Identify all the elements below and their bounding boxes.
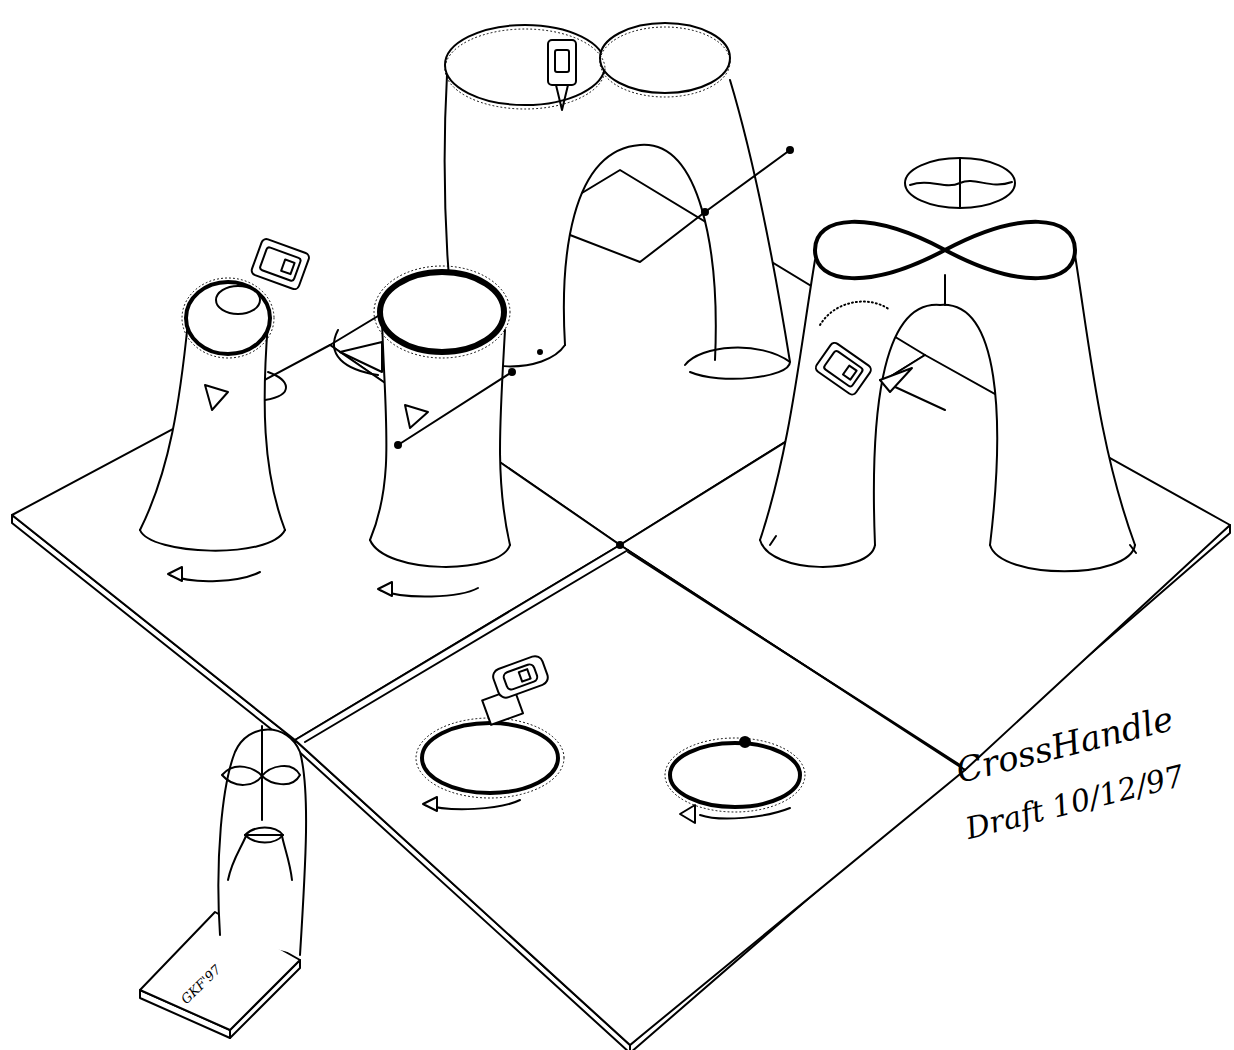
pants-surface-top-stroke: [685, 348, 790, 379]
pants-surface-right-stroke: [874, 305, 997, 545]
cylinder-middle-stroke: [500, 330, 510, 545]
pants-surface-top-stroke: [787, 147, 793, 153]
board-tiles-stroke: [628, 552, 960, 765]
cylinder-left-stroke: [140, 322, 188, 530]
board-tiles-stroke: [305, 550, 628, 742]
cylinder-middle-stroke: [370, 540, 510, 567]
pants-surface-top-stroke: [556, 85, 568, 110]
boundary-circles-stroke: [474, 654, 557, 725]
cylinder-left-stroke: [250, 238, 310, 291]
board-tiles-stroke: [295, 545, 965, 1045]
pants-surface-top-stroke: [445, 29, 605, 109]
board-tiles: [12, 170, 1230, 1050]
cylinder-middle-stroke: [380, 588, 478, 597]
cylinder-middle-stroke: [509, 369, 515, 375]
pants-surface-top-stroke: [564, 145, 716, 360]
pants-surface-top-stroke: [538, 350, 542, 354]
boundary-circles-stroke: [416, 718, 564, 798]
pants-surface-right-stroke: [815, 222, 1075, 278]
pants-surface-top-stroke: [600, 23, 730, 93]
cylinder-left-stroke: [140, 530, 285, 551]
pants-surface-top-stroke: [555, 50, 569, 72]
pants-surface-right-stroke: [760, 255, 1135, 545]
pants-surface-top-stroke: [702, 209, 708, 215]
pants-surface-right-stroke: [944, 275, 946, 305]
cylinder-left: [140, 238, 310, 582]
cylinder-middle-stroke: [340, 342, 382, 372]
pants-surface-right-stroke: [990, 545, 1135, 571]
cylinder-middle-stroke: [374, 266, 510, 358]
pants-surface-right-stroke: [910, 158, 1012, 208]
pants-surface-top-stroke: [548, 40, 576, 85]
cylinder-middle-stroke: [334, 330, 378, 375]
cylinder-left-stroke: [265, 322, 285, 530]
pants-surface-top-stroke: [600, 27, 730, 97]
cylinder-left-stroke: [281, 259, 295, 274]
cylinder-middle-stroke: [378, 582, 392, 596]
cylinder-middle-stroke: [380, 272, 504, 352]
cylinder-middle-stroke: [405, 405, 428, 428]
board-tiles-stroke: [12, 345, 620, 740]
cylinder-left-stroke: [216, 286, 260, 314]
pants-surface-right-stroke: [770, 536, 1136, 553]
boundary-circles-stroke: [665, 738, 805, 812]
pants-surface-top-stroke: [445, 25, 605, 105]
pants-surface-right-stroke: [814, 341, 873, 396]
boundary-circles-stroke: [740, 737, 750, 747]
board-tiles-stroke: [617, 542, 623, 548]
pants-surface-right-stroke: [843, 365, 857, 379]
boundary-circles-stroke: [502, 663, 538, 691]
cylinder-middle-stroke: [395, 442, 401, 448]
pants-surface-right-stroke: [814, 341, 873, 396]
signature-base-stroke: [228, 836, 292, 880]
pants-surface-right-stroke: [760, 540, 875, 567]
cylinder-left-stroke: [265, 372, 286, 400]
cylinder-left-stroke: [259, 247, 301, 282]
pants-surface-right-stroke: [905, 158, 1015, 208]
cylinder-left-stroke: [170, 572, 260, 581]
pants-surface-right-stroke: [760, 260, 815, 540]
cylinder-middle: [334, 266, 515, 597]
boundary-circles-stroke: [670, 743, 800, 807]
pants-surface-top-stroke: [570, 150, 790, 262]
pants-surface-right-stroke: [880, 368, 912, 392]
cylinder-left-stroke: [182, 278, 274, 358]
cylinder-left-stroke: [186, 282, 270, 354]
pants-surface-top-stroke: [730, 80, 790, 362]
cylinder-left-stroke: [168, 567, 182, 581]
boundary-circles-stroke: [423, 797, 437, 811]
signature-base-stroke: [245, 828, 283, 843]
cylinder-left-stroke: [250, 238, 310, 291]
boundary-circles-stroke: [425, 800, 520, 809]
pants-surface-right: [760, 158, 1136, 571]
boundary-circles: [416, 654, 805, 823]
pants-surface-right-stroke: [823, 350, 863, 388]
signature-base: [140, 726, 306, 1038]
pants-surface-right-stroke: [820, 302, 890, 325]
boundary-circles-stroke: [491, 654, 550, 700]
boundary-circles-stroke: [680, 805, 695, 823]
cylinder-middle-stroke: [398, 372, 512, 445]
signature-base-stroke: [245, 834, 283, 836]
signature-base-stroke: [261, 726, 263, 820]
pants-surface-right-stroke: [1075, 255, 1135, 545]
boundary-circles-stroke: [519, 669, 531, 681]
boundary-circles-stroke: [422, 723, 558, 793]
cylinder-left-stroke: [205, 385, 228, 410]
boundary-circles-stroke: [700, 808, 790, 819]
